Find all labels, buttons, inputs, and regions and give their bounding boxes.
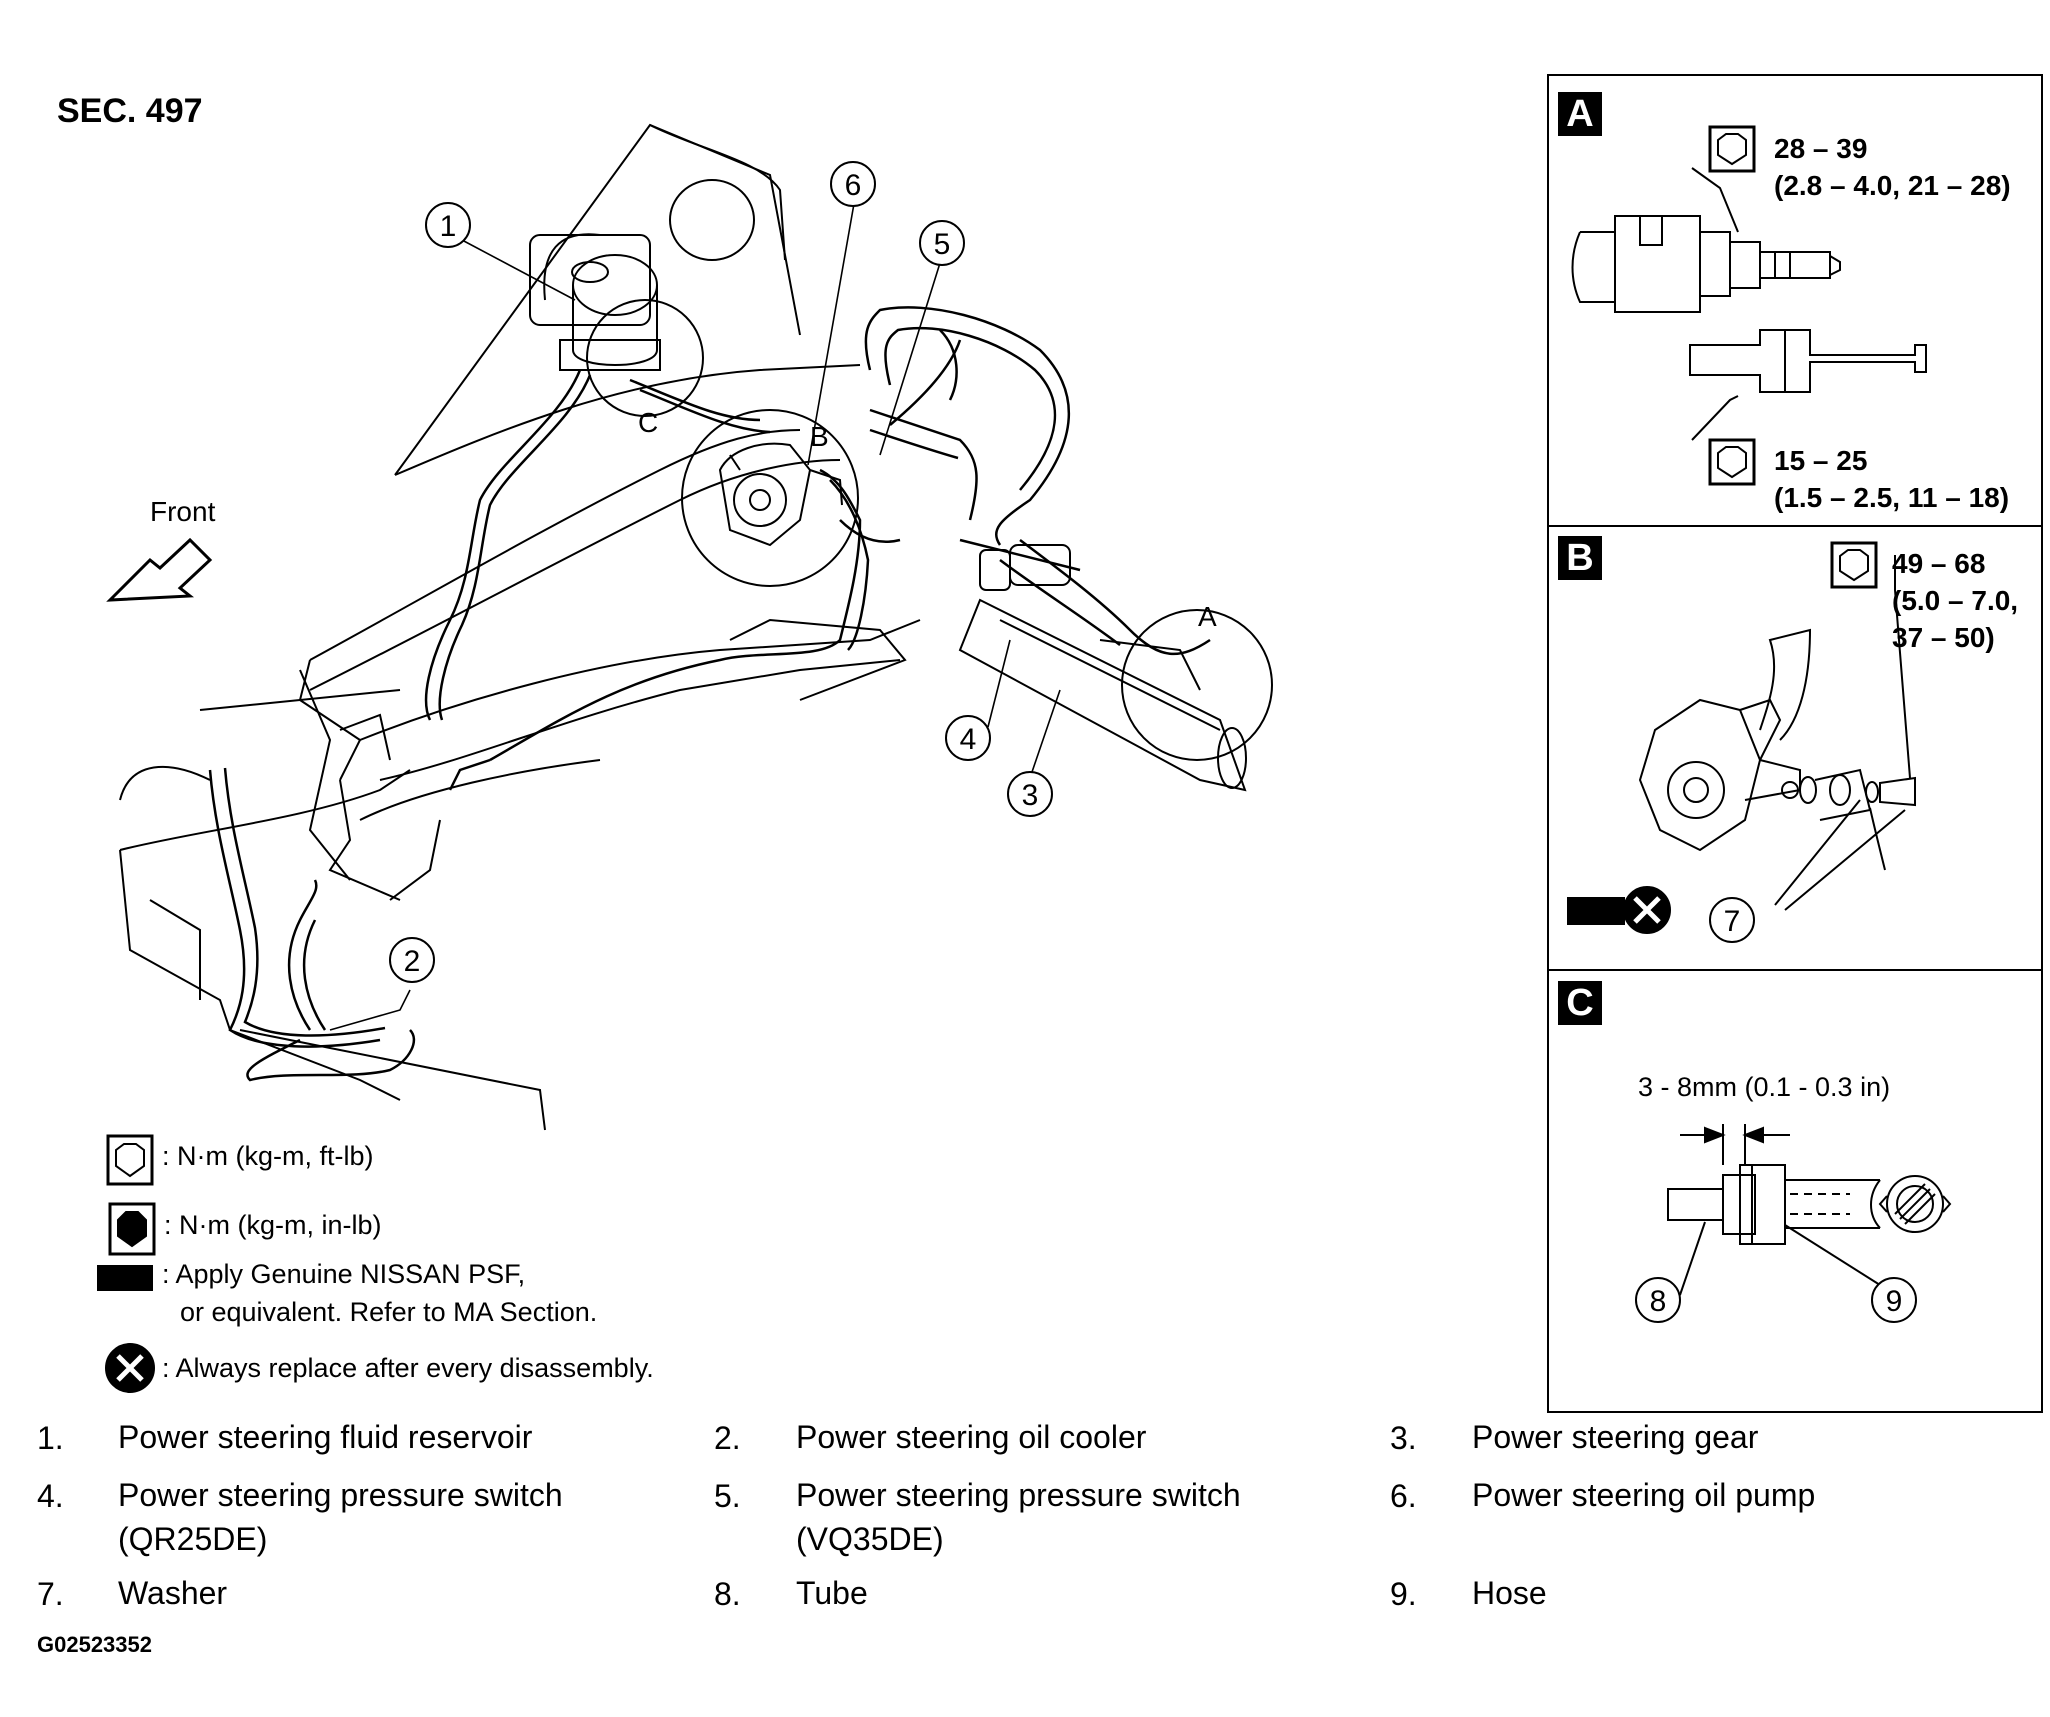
callout-markers: 1 2 3 4 5 6 7 8 9 bbox=[389, 161, 1917, 1323]
torque-wrench-icon-legend-ftlb bbox=[106, 1134, 154, 1186]
detail-b-torque-line3: 37 – 50) bbox=[1892, 622, 1995, 653]
legend-torque-ftlb: : N·m (kg-m, ft-lb) bbox=[162, 1141, 374, 1171]
figure-code: G02523352 bbox=[37, 1632, 152, 1657]
callout-1: 1 bbox=[440, 210, 457, 243]
torque-wrench-icon-legend-inlb bbox=[108, 1202, 156, 1256]
part-1-label: Power steering fluid reservoir bbox=[118, 1419, 533, 1455]
detail-badge-b: B bbox=[1558, 536, 1602, 580]
part-1-number: 1. bbox=[37, 1420, 64, 1456]
part-7-number: 7. bbox=[37, 1576, 64, 1612]
torque-wrench-icon-a-upper bbox=[1708, 125, 1756, 173]
part-4-label: Power steering pressure switch bbox=[118, 1477, 563, 1513]
part-8-label: Tube bbox=[796, 1575, 868, 1611]
front-arrow-icon bbox=[106, 537, 213, 602]
legend-psf-line2: or equivalent. Refer to MA Section. bbox=[180, 1297, 598, 1327]
part-3-label: Power steering gear bbox=[1472, 1419, 1759, 1455]
circle-letter-b: B bbox=[810, 421, 829, 452]
part-8-number: 8. bbox=[714, 1576, 741, 1612]
part-4-label-variant: (QR25DE) bbox=[118, 1521, 268, 1557]
callout-2: 2 bbox=[404, 945, 421, 978]
torque-wrench-icon-a-lower bbox=[1708, 438, 1756, 486]
detail-badge-a: A bbox=[1558, 92, 1602, 136]
part-2-label: Power steering oil cooler bbox=[796, 1419, 1147, 1455]
psf-applicator-icon bbox=[1567, 897, 1625, 925]
part-9-label: Hose bbox=[1472, 1575, 1547, 1611]
callout-8: 8 bbox=[1650, 1285, 1667, 1318]
detail-a-torque-lower: 15 – 25 bbox=[1774, 445, 1868, 476]
replace-icon-x bbox=[1633, 896, 1661, 924]
part-4-number: 4. bbox=[37, 1478, 64, 1514]
detail-b-torque-line1: 49 – 68 bbox=[1892, 548, 1986, 579]
legend-replace: : Always replace after every disassembly… bbox=[162, 1353, 654, 1383]
callout-6: 6 bbox=[845, 169, 862, 202]
detail-b-drawing bbox=[1638, 555, 1916, 911]
legend-psf-line1: : Apply Genuine NISSAN PSF, bbox=[162, 1259, 526, 1289]
detail-c-drawing bbox=[1667, 1124, 1952, 1296]
oil-pump bbox=[718, 442, 843, 547]
detail-circle-b bbox=[681, 409, 859, 587]
detail-circle-a bbox=[1121, 609, 1273, 761]
part-7-label: Washer bbox=[118, 1575, 228, 1611]
vehicle-frame-outline bbox=[119, 123, 921, 1131]
circle-letter-c: C bbox=[638, 407, 658, 438]
hose-lines bbox=[208, 306, 1211, 1082]
section-title: SEC. 497 bbox=[57, 92, 203, 130]
callout-3: 3 bbox=[1022, 779, 1039, 812]
callout-7: 7 bbox=[1724, 905, 1741, 938]
callout-9: 9 bbox=[1886, 1285, 1903, 1318]
part-6-number: 6. bbox=[1390, 1478, 1417, 1514]
detail-circle-letters: C B A bbox=[638, 407, 1217, 632]
detail-panel-frame bbox=[1547, 74, 2043, 1413]
detail-a-torque-lower-units: (1.5 – 2.5, 11 – 18) bbox=[1774, 482, 2010, 513]
part-9-number: 9. bbox=[1390, 1576, 1417, 1612]
legend-torque-inlb: : N·m (kg-m, in-lb) bbox=[164, 1210, 382, 1240]
callout-5: 5 bbox=[934, 228, 951, 261]
circle-letter-a: A bbox=[1198, 601, 1217, 632]
fluid-reservoir bbox=[529, 234, 661, 371]
callout-4: 4 bbox=[960, 723, 977, 756]
torque-wrench-icon-b bbox=[1830, 541, 1878, 589]
part-6-label: Power steering oil pump bbox=[1472, 1477, 1816, 1513]
part-3-number: 3. bbox=[1390, 1420, 1417, 1456]
detail-a-drawing bbox=[1571, 167, 1927, 441]
front-label: Front bbox=[150, 496, 216, 527]
part-2-number: 2. bbox=[714, 1420, 741, 1456]
detail-b-torque-line2: (5.0 – 7.0, bbox=[1892, 585, 2019, 616]
part-5-label-variant: (VQ35DE) bbox=[796, 1521, 944, 1557]
psf-applicator-icon-legend bbox=[97, 1265, 153, 1291]
detail-circle-c bbox=[586, 299, 704, 417]
part-5-number: 5. bbox=[714, 1478, 741, 1514]
detail-c-gap-dimension: 3 - 8mm (0.1 - 0.3 in) bbox=[1638, 1072, 1891, 1102]
detail-badge-c: C bbox=[1558, 981, 1602, 1025]
leader-lines bbox=[329, 197, 1061, 1031]
replace-icon-legend-x bbox=[116, 1354, 144, 1382]
detail-a-torque-upper: 28 – 39 bbox=[1774, 133, 1868, 164]
detail-a-torque-upper-units: (2.8 – 4.0, 21 – 28) bbox=[1774, 170, 2011, 201]
part-5-label: Power steering pressure switch bbox=[796, 1477, 1241, 1513]
